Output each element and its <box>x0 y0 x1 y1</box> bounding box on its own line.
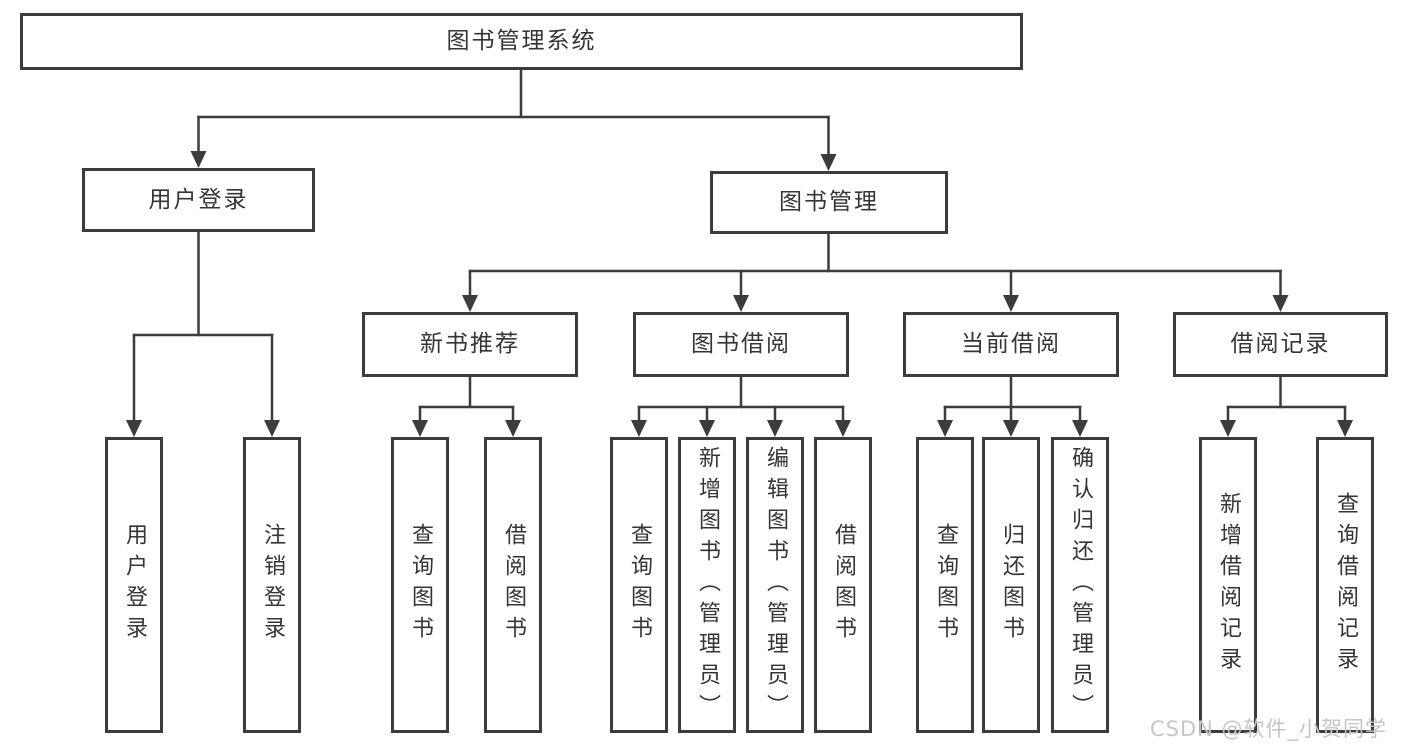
leaf-borrow-books-2: 借阅图书 <box>814 437 872 733</box>
node-user-login: 用户登录 <box>82 168 315 232</box>
node-borrow-records: 借阅记录 <box>1173 312 1388 377</box>
node-book-borrow: 图书借阅 <box>633 312 849 377</box>
leaf-query-books-2: 查询图书 <box>610 437 668 733</box>
leaf-add-borrow-record: 新增借阅记录 <box>1199 437 1257 733</box>
leaf-user-login: 用户登录 <box>105 437 163 733</box>
leaf-add-book-admin: 新增图书（管理员） <box>678 437 736 733</box>
watermark: CSDN @软件_小贺同学 <box>1150 717 1388 741</box>
node-current-borrow: 当前借阅 <box>903 312 1119 377</box>
node-book-management: 图书管理 <box>710 171 948 234</box>
leaf-query-borrow-record: 查询借阅记录 <box>1316 437 1374 733</box>
leaf-borrow-books-1: 借阅图书 <box>484 437 542 733</box>
leaf-query-books-3: 查询图书 <box>916 437 974 733</box>
leaf-confirm-return-admin: 确认归还（管理员） <box>1051 437 1109 733</box>
node-new-book-recommend: 新书推荐 <box>362 312 578 377</box>
leaf-logout: 注销登录 <box>243 437 301 733</box>
node-root: 图书管理系统 <box>20 13 1023 70</box>
leaf-query-books-1: 查询图书 <box>391 437 449 733</box>
leaf-edit-book-admin: 编辑图书（管理员） <box>746 437 804 733</box>
leaf-return-books: 归还图书 <box>982 437 1040 733</box>
